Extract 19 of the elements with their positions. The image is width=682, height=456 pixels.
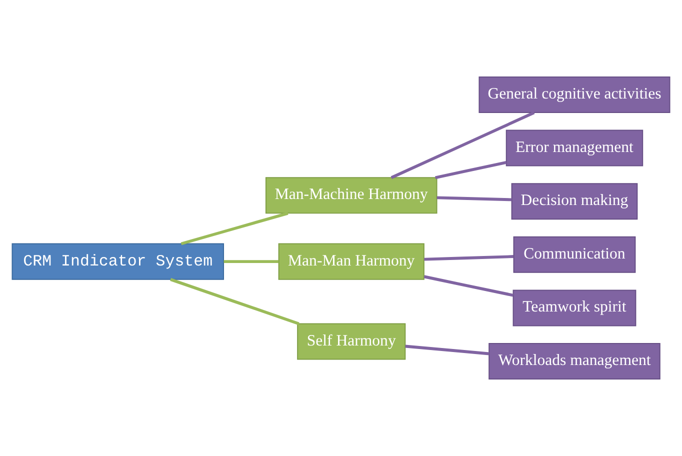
- node-box: Workloads management: [488, 343, 660, 380]
- node-box: Self Harmony: [297, 323, 406, 360]
- connector: [390, 111, 535, 179]
- connector: [424, 275, 514, 297]
- connector: [170, 278, 300, 326]
- connector: [436, 196, 512, 202]
- node-box: Communication: [513, 236, 636, 273]
- node-box: Man-Machine Harmony: [265, 177, 438, 214]
- node-box: General cognitive activities: [478, 76, 670, 113]
- connector: [424, 255, 514, 261]
- node-box: Error management: [506, 130, 644, 166]
- node-box: Man-Man Harmony: [278, 243, 424, 280]
- connector: [405, 344, 490, 356]
- node-box: CRM Indicator System: [12, 243, 224, 280]
- connector: [224, 260, 279, 264]
- node-box: Teamwork spirit: [512, 290, 636, 326]
- node-box: Decision making: [511, 183, 638, 220]
- connector: [180, 212, 288, 246]
- connector: [435, 160, 507, 180]
